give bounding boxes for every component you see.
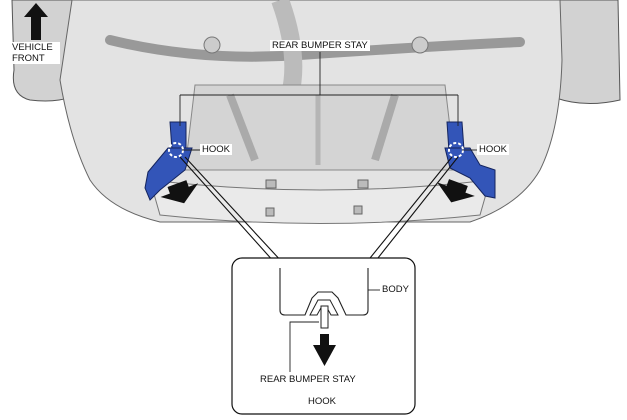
- right-pull-arrow: [437, 179, 475, 203]
- vehicle-front-arrow: [24, 3, 48, 40]
- body-label: BODY: [380, 284, 411, 295]
- detail-stay-stem: [320, 305, 329, 329]
- bumper-lower-edge: [149, 179, 491, 224]
- detail-pull-arrow: [313, 334, 336, 366]
- left-mount: [203, 36, 221, 54]
- zoom-lines: [179, 156, 459, 264]
- right-mount: [411, 36, 429, 54]
- hook-label-right: HOOK: [477, 144, 509, 155]
- left-pull-arrow: [160, 180, 199, 204]
- clip-2: [357, 179, 369, 189]
- detail-hook: [309, 299, 339, 316]
- rear-bumper-stay-label: REAR BUMPER STAY: [270, 40, 370, 51]
- rear-bumper-stay-leaders: [179, 52, 459, 126]
- right-stay-lower: [444, 147, 496, 199]
- detail-rear-bumper-stay-label: REAR BUMPER STAY: [258, 374, 358, 385]
- detail-body-outline: [279, 268, 369, 316]
- clip-3: [265, 207, 275, 217]
- vehicle-underbody: [11, 0, 621, 224]
- clip-1: [265, 179, 277, 189]
- clip-4: [353, 205, 363, 215]
- hook-label-left: HOOK: [200, 144, 232, 155]
- left-bumper-stay: [144, 121, 199, 204]
- left-stay-lower: [144, 147, 193, 201]
- detail-hook-label: HOOK: [306, 396, 338, 407]
- vehicle-front-label: VEHICLE FRONT: [12, 42, 60, 64]
- panel-rib-right: [371, 93, 399, 162]
- detail-stay-leader: [289, 321, 319, 372]
- vehicle-front-line2: FRONT: [12, 53, 45, 64]
- vehicle-front-line1: VEHICLE: [12, 42, 53, 53]
- detail-box: [231, 257, 416, 415]
- panel-rib-left: [226, 93, 259, 162]
